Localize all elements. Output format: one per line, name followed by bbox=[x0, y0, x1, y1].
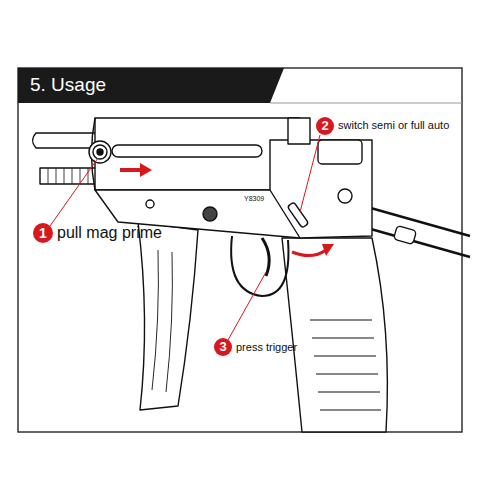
magazine-ribs bbox=[152, 250, 172, 392]
callout-number: 2 bbox=[316, 117, 334, 135]
magazine bbox=[138, 222, 198, 410]
grip-ribs bbox=[310, 320, 381, 410]
header-rule bbox=[270, 103, 462, 104]
model-number: Y8309 bbox=[244, 195, 264, 203]
rear-sight-post bbox=[288, 118, 310, 144]
callout-label: pull mag prime bbox=[57, 224, 162, 242]
fire-selector bbox=[287, 202, 308, 228]
trigger bbox=[262, 238, 269, 276]
stock-wire bbox=[360, 205, 470, 257]
title-band bbox=[18, 68, 284, 103]
leader-line bbox=[50, 158, 98, 226]
panel-frame bbox=[18, 68, 462, 432]
charging-knob-center bbox=[97, 149, 103, 155]
trigger-guard bbox=[231, 236, 288, 296]
charging-knob bbox=[89, 141, 111, 163]
switch-arrow bbox=[292, 250, 326, 256]
pull-arrow bbox=[120, 168, 140, 172]
pull-arrow-head bbox=[140, 163, 152, 177]
charging-slot bbox=[112, 145, 262, 157]
rear-sight bbox=[318, 140, 362, 164]
screw bbox=[203, 207, 217, 221]
barrel bbox=[33, 133, 99, 148]
switch-arrow-head bbox=[322, 244, 334, 256]
callout-label: press trigger bbox=[236, 341, 297, 353]
upper-receiver bbox=[95, 118, 300, 190]
callout-number: 1 bbox=[33, 223, 53, 243]
stock-clip bbox=[393, 226, 416, 245]
rear-block bbox=[270, 140, 372, 238]
section-title: 5. Usage bbox=[30, 74, 106, 96]
charging-knob-ring bbox=[93, 145, 107, 159]
leader-line bbox=[228, 272, 266, 340]
callout-label: switch semi or full auto bbox=[338, 119, 449, 131]
pistol-grip bbox=[282, 238, 387, 432]
screw bbox=[146, 200, 154, 208]
leader-line bbox=[300, 135, 320, 212]
pin bbox=[338, 189, 352, 203]
callout-number: 3 bbox=[214, 338, 232, 356]
